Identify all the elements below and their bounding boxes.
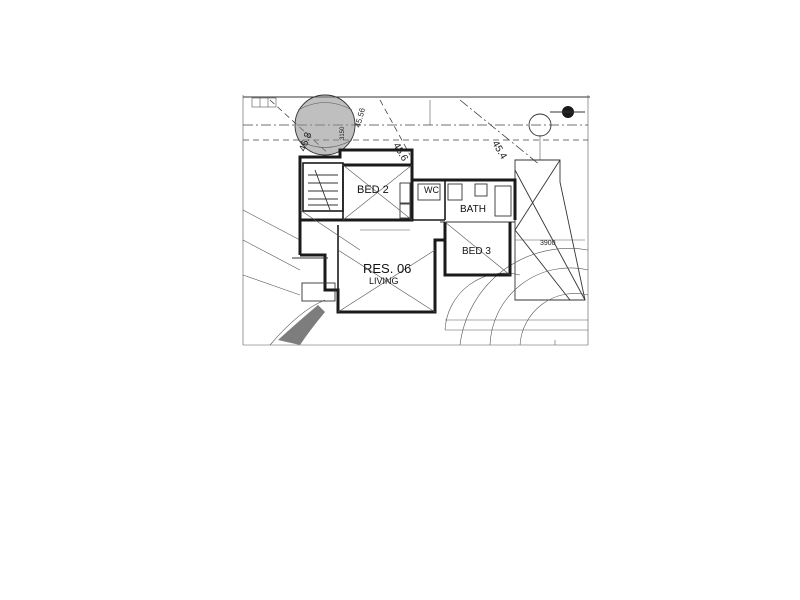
roof-outline	[514, 159, 586, 301]
house-walls	[292, 148, 517, 314]
level-label-b: 45.6	[390, 141, 409, 164]
north-box-icon	[251, 97, 277, 108]
dimension-label-b: 3150	[340, 126, 346, 140]
tree-symbol	[294, 94, 356, 156]
sheet-frame-lines	[242, 95, 590, 346]
tree-wedge	[269, 299, 326, 346]
ceiling-lines	[299, 164, 511, 313]
level-label-c: 45.4	[489, 139, 508, 162]
light-post-symbol	[528, 106, 585, 137]
dimension-label-a: 3900	[540, 240, 556, 247]
room-label-bath: BATH	[460, 204, 486, 215]
room-label-bed2: BED 2	[357, 184, 389, 196]
room-label-wc: WC	[424, 185, 439, 195]
boundary-lines	[242, 99, 588, 345]
room-label-residence: RES. 06	[363, 261, 411, 276]
room-label-living: LIVING	[369, 276, 399, 286]
arc-lines	[444, 248, 589, 346]
room-label-bed3: BED 3	[462, 246, 491, 257]
